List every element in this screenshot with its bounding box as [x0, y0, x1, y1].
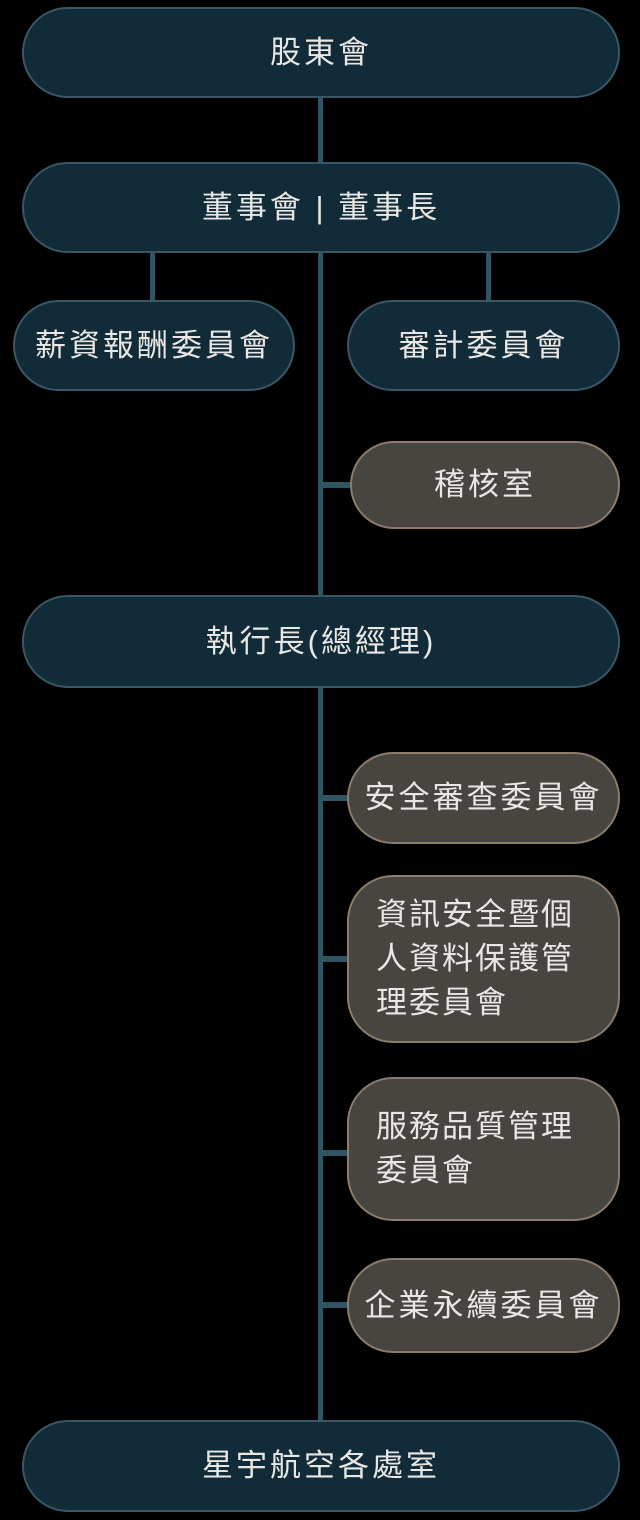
node-audit-office: 稽核室: [350, 441, 620, 529]
node-compensation-committee: 薪資報酬委員會: [13, 300, 295, 391]
node-service-quality-committee: 服務品質管理委員會: [347, 1077, 620, 1221]
connector-stub-audit-office: [321, 482, 351, 488]
node-infosec-personal-data-committee: 資訊安全暨個人資料保護管理委員會: [347, 875, 620, 1043]
node-ceo-president: 執行長(總經理): [22, 595, 620, 688]
connector-stub-service-quality-committee: [321, 1150, 348, 1156]
connector-stub-safety-committee: [321, 795, 348, 801]
connector-stub-sustainability-committee: [321, 1302, 348, 1308]
node-starlux-departments: 星宇航空各處室: [22, 1420, 620, 1512]
node-shareholders-meeting: 股東會: [22, 7, 620, 98]
node-safety-review-committee: 安全審查委員會: [347, 752, 620, 844]
connector-stub-infosec-committee: [321, 956, 348, 962]
connector-shareholders-board: [318, 97, 323, 163]
node-board-of-directors-chairman: 董事會 | 董事長: [22, 162, 620, 253]
connector-board-ceo: [318, 252, 323, 596]
connector-board-audit-committee: [486, 252, 491, 301]
node-corporate-sustainability-committee: 企業永續委員會: [347, 1258, 620, 1353]
connector-ceo-departments: [318, 687, 323, 1421]
node-audit-committee: 審計委員會: [347, 300, 620, 391]
connector-board-compensation: [150, 252, 155, 301]
